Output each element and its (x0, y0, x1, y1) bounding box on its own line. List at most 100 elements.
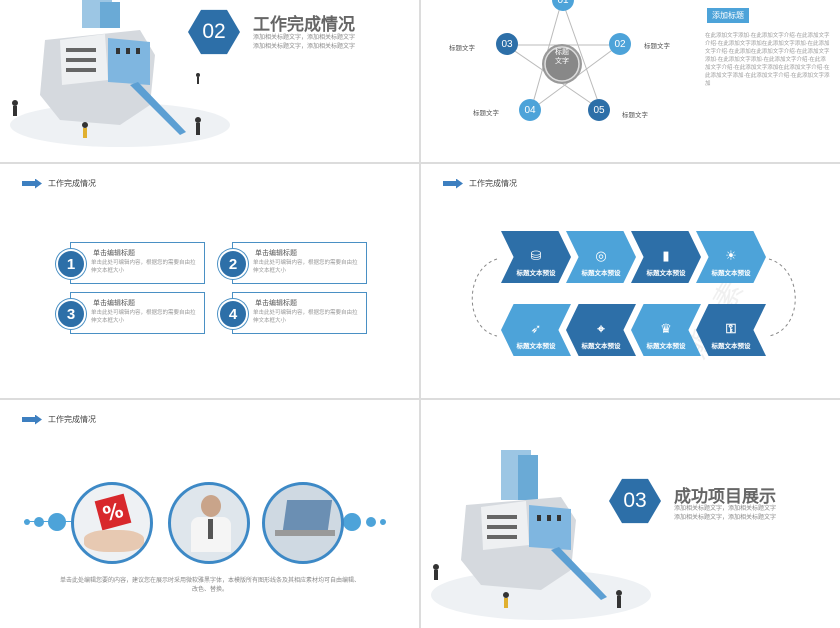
card-4-number: 4 (218, 299, 248, 329)
node-number: 01 (557, 0, 569, 6)
building-illustration (431, 450, 651, 620)
node-number: 05 (593, 104, 605, 116)
section-number: 03 (623, 489, 647, 512)
trophy-icon: ♛ (660, 322, 672, 337)
rocket-icon: ➶ (530, 322, 542, 337)
card-title: 单击编辑标题 (255, 249, 297, 257)
star-label-02: 标题文字 (644, 42, 670, 50)
star-node-02[interactable]: 02 (609, 33, 631, 55)
process-step-5[interactable]: ⚿ 标题文本预设 (696, 304, 766, 356)
card-title: 单击编辑标题 (255, 299, 297, 307)
section-subtitle-1: 添加相关标题文字，添加相关标题文字 (253, 34, 356, 41)
section-title: 成功项目展示 (674, 487, 776, 506)
dot (24, 519, 30, 525)
slide-header: 工作完成情况 (443, 178, 517, 189)
slide-section-03[interactable]: 03 成功项目展示 添加相关标题文字，添加相关标题文字 添加相关标题文字，添加相… (421, 400, 840, 628)
location-pin-icon: ⌖ (597, 322, 605, 337)
star-label-03: 标题文字 (449, 44, 475, 52)
section-number-hexagon: 03 (609, 478, 661, 524)
dot (380, 519, 386, 525)
section-title: 工作完成情况 (253, 15, 355, 34)
star-node-03[interactable]: 03 (496, 33, 518, 55)
number: 2 (228, 255, 238, 273)
star-body-text: 在此添加文字添加·在此添加文字介绍·在此添加文字介绍·在此添加文字添加在此添加文… (705, 33, 830, 87)
businessman-photo (168, 482, 250, 564)
card-title: 单击编辑标题 (93, 299, 135, 307)
card-text: 单击此处可编辑内容，根据您的需要自由拉伸文本框大小 (91, 260, 196, 274)
card-2-number: 2 (218, 249, 248, 279)
dot (366, 517, 376, 527)
section-subtitle-1: 添加相关标题文字，添加相关标题文字 (674, 505, 777, 512)
step-label: 标题文本预设 (581, 342, 621, 350)
photos-caption: 单击此处编辑您要的内容，建议您在展示时采用微软雅黑字体，本模版所有图形线条及其相… (60, 577, 361, 593)
header-label: 工作完成情况 (48, 179, 96, 188)
card-3[interactable]: 单击编辑标题 单击此处可编辑内容，根据您的需要自由拉伸文本框大小 (70, 292, 205, 334)
dot (343, 513, 361, 531)
star-node-04[interactable]: 04 (519, 99, 541, 121)
bar-chart-icon: ▮ (662, 249, 670, 264)
percent-icon: % (94, 493, 132, 531)
arrow-icon (443, 178, 463, 189)
laptop-base-shape (275, 530, 335, 536)
slide-cards[interactable]: 工作完成情况 单击编辑标题 单击此处可编辑内容，根据您的需要自由拉伸文本框大小 … (0, 164, 419, 398)
card-2[interactable]: 单击编辑标题 单击此处可编辑内容，根据您的需要自由拉伸文本框大小 (232, 242, 367, 284)
percent-cube-photo: % (71, 482, 153, 564)
building-illustration (10, 0, 230, 147)
head-shape (201, 495, 221, 517)
arrow-icon (22, 414, 42, 425)
node-number: 03 (501, 38, 513, 50)
step-label: 标题文本预设 (516, 269, 556, 277)
step-label: 标题文本预设 (516, 342, 556, 350)
card-text: 单击此处可编辑内容，根据您的需要自由拉伸文本框大小 (253, 260, 358, 274)
slide-section-02[interactable]: 02 工作完成情况 添加相关标题文字，添加相关标题文字 添加相关标题文字，添加相… (0, 0, 419, 162)
section-number: 02 (202, 20, 226, 43)
coins-icon: ⛁ (530, 249, 542, 264)
laptop-screen-shape (282, 500, 333, 530)
star-center-label: 标题 文字 (555, 48, 569, 65)
dot (34, 517, 44, 527)
node-number: 04 (524, 104, 536, 116)
slide-star-diagram[interactable]: 标题 文字 01 02 03 04 05 标题文字 标题文字 标题文字 标题文字… (421, 0, 840, 162)
star-lines (504, 0, 621, 112)
star-node-05[interactable]: 05 (588, 99, 610, 121)
laptop-photo (262, 482, 344, 564)
card-3-number: 3 (56, 299, 86, 329)
step-label: 标题文本预设 (711, 342, 751, 350)
section-number-hexagon: 02 (188, 9, 240, 55)
header-label: 工作完成情况 (469, 179, 517, 188)
section-subtitle-2: 添加相关标题文字，添加相关标题文字 (253, 43, 356, 50)
slide-process[interactable]: 工作完成情况 熊元素 ⛁ 标题文本预设 ◎ 标题文本预设 ▮ 标题文本预设 ☀ … (421, 164, 840, 398)
slide-header: 工作完成情况 (22, 178, 96, 189)
add-title-tag[interactable]: 添加标题 (707, 8, 749, 23)
number: 4 (228, 305, 238, 323)
step-label: 标题文本预设 (581, 269, 621, 277)
target-icon: ◎ (595, 249, 607, 264)
tie-shape (208, 519, 213, 539)
slide-photos[interactable]: 工作完成情况 % 单击此处编辑您要的内容，建议您在展示时采用微软雅黑字体，本模版… (0, 400, 419, 628)
slide-header: 工作完成情况 (22, 414, 96, 425)
star-label-04: 标题文字 (473, 109, 499, 117)
arrow-icon (22, 178, 42, 189)
node-number: 02 (614, 38, 626, 50)
step-label: 标题文本预设 (711, 269, 751, 277)
lightbulb-icon: ☀ (725, 249, 737, 264)
step-label: 标题文本预设 (646, 342, 686, 350)
star-label-05: 标题文字 (622, 111, 648, 119)
number: 1 (66, 255, 76, 273)
header-label: 工作完成情况 (48, 415, 96, 424)
section-subtitle-2: 添加相关标题文字，添加相关标题文字 (674, 514, 777, 521)
card-1[interactable]: 单击编辑标题 单击此处可编辑内容，根据您的需要自由拉伸文本框大小 (70, 242, 205, 284)
card-4[interactable]: 单击编辑标题 单击此处可编辑内容，根据您的需要自由拉伸文本框大小 (232, 292, 367, 334)
star-node-01[interactable]: 01 (552, 0, 574, 11)
card-text: 单击此处可编辑内容，根据您的需要自由拉伸文本框大小 (91, 310, 196, 324)
card-text: 单击此处可编辑内容，根据您的需要自由拉伸文本框大小 (253, 310, 358, 324)
step-label: 标题文本预设 (646, 269, 686, 277)
card-title: 单击编辑标题 (93, 249, 135, 257)
hand-shape (84, 530, 144, 552)
lock-icon: ⚿ (726, 322, 736, 337)
number: 3 (66, 305, 76, 323)
dot (48, 513, 66, 531)
dashed-loop (471, 258, 796, 337)
card-1-number: 1 (56, 249, 86, 279)
